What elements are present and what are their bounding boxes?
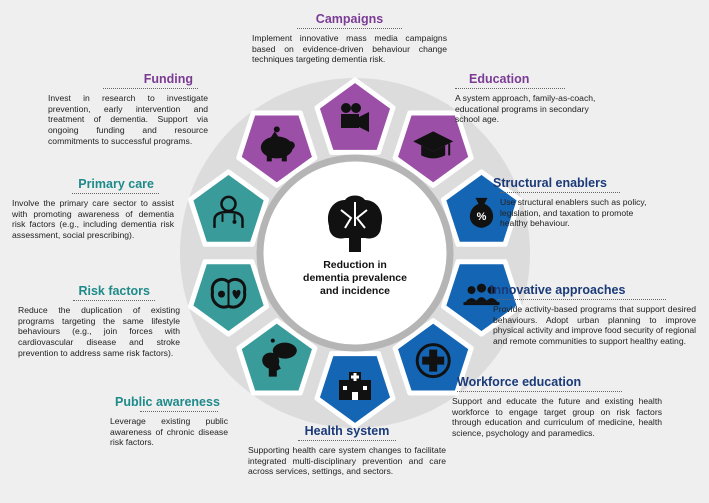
svg-text:%: % (477, 211, 487, 223)
primary-divider (72, 193, 159, 194)
innovative-divider (498, 299, 666, 300)
innovative-title: Innovative approaches (490, 283, 626, 297)
funding-divider (103, 88, 198, 89)
workforce-text: Support and educate the future and exist… (452, 396, 662, 439)
graduation-cap-icon (413, 131, 454, 159)
workforce-divider (457, 391, 622, 392)
risk-title: Risk factors (78, 284, 150, 298)
education-title: Education (469, 72, 530, 86)
structural-text: Use structural enablers such as policy, … (500, 197, 647, 229)
awareness-title: Public awareness (115, 395, 220, 409)
campaigns-text: Implement innovative mass media campaign… (252, 33, 447, 65)
center-brain-icon (327, 195, 383, 252)
money-bag-percent-icon: % (469, 197, 494, 228)
label-education: Education A system approach, family-as-c… (455, 72, 605, 125)
center-title-line-1: Reduction in (323, 259, 387, 271)
risk-text: Reduce the duplication of existing progr… (18, 305, 180, 358)
primary-title: Primary care (78, 177, 154, 191)
health-text: Supporting health care system changes to… (248, 445, 446, 477)
label-primary-care: Primary care Involve the primary care se… (12, 177, 174, 241)
funding-title: Funding (143, 72, 193, 86)
workforce-title: Workforce education (457, 375, 582, 389)
pentagon-primary (188, 169, 270, 247)
funding-text: Invest in research to investigate preven… (48, 93, 208, 146)
label-campaigns: Campaigns Implement innovative mass medi… (252, 12, 447, 65)
awareness-text: Leverage existing public awareness of ch… (110, 416, 228, 448)
primary-text: Involve the primary care sector to assis… (12, 198, 174, 241)
doctor-icon (213, 195, 244, 228)
label-workforce-education: Workforce education Support and educate … (452, 375, 662, 439)
center-title-line-3: and incidence (320, 285, 390, 297)
campaigns-title: Campaigns (315, 12, 384, 26)
group-people-icon (463, 283, 500, 306)
hospital-icon (339, 372, 371, 400)
center-title-line-2: dementia prevalence (303, 272, 407, 284)
campaigns-divider (297, 28, 402, 29)
health-title: Health system (304, 424, 390, 438)
health-divider (298, 440, 396, 441)
video-camera-icon (341, 103, 369, 132)
piggy-bank-icon (260, 126, 295, 162)
label-health-system: Health system Supporting health care sys… (248, 424, 446, 477)
structural-title: Structural enablers (493, 176, 607, 190)
label-public-awareness: Public awareness Leverage existing publi… (110, 395, 228, 448)
education-divider (455, 88, 565, 89)
label-innovative-approaches: Innovative approaches Provide activity-b… (488, 283, 696, 347)
label-risk-factors: Risk factors Reduce the duplication of e… (18, 284, 180, 359)
thinking-head-icon (262, 338, 297, 377)
awareness-divider (140, 411, 218, 412)
label-funding: Funding Invest in research to investigat… (48, 72, 208, 147)
medical-cross-icon (415, 343, 451, 379)
structural-divider (500, 192, 620, 193)
risk-divider (73, 300, 155, 301)
brain-gears-icon (210, 277, 247, 309)
center-circle (256, 154, 454, 352)
education-text: A system approach, family-as-coach, educ… (455, 93, 596, 125)
label-structural-enablers: Structural enablers Use structural enabl… (485, 176, 650, 229)
innovative-text: Provide activity-based programs that sup… (493, 304, 697, 347)
